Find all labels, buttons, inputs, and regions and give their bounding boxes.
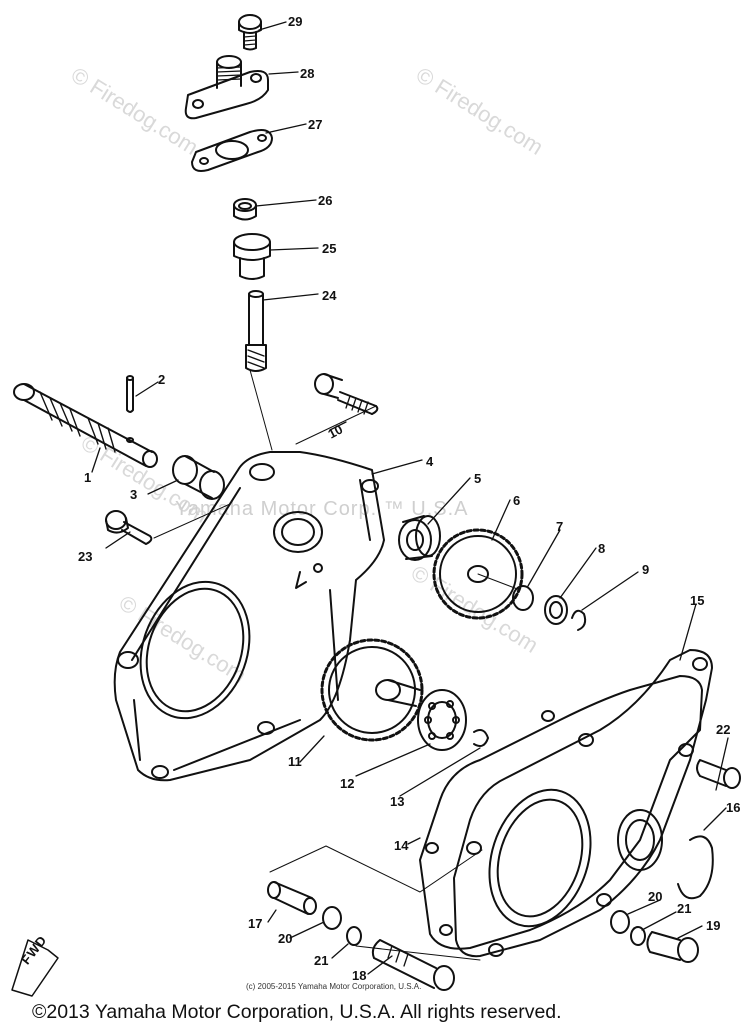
callout-13: 13 <box>390 794 405 809</box>
callout-22: 22 <box>716 722 731 737</box>
callout-21: 21 <box>314 953 329 968</box>
part-3-bushing <box>172 455 225 500</box>
leader-lines <box>91 21 729 975</box>
callout-12: 12 <box>340 776 355 791</box>
part-18-bolt <box>371 939 455 991</box>
part-11-gear <box>320 638 424 742</box>
part-27-gasket <box>191 129 273 172</box>
callout-18: 18 <box>352 968 367 983</box>
callout-25: 25 <box>322 241 337 256</box>
guide-lines <box>153 405 377 539</box>
part-23-bolt <box>105 510 153 545</box>
part-9-circlip <box>571 609 587 631</box>
callout-11: 11 <box>288 754 302 769</box>
callout-14: 14 <box>394 838 409 853</box>
part-13-circlip <box>473 729 489 747</box>
small-copyright: (c) 2005-2015 Yamaha Motor Corporation, … <box>246 982 422 991</box>
part-7-washer <box>512 585 534 611</box>
callout-3: 3 <box>130 487 138 502</box>
fwd-arrow <box>11 939 59 997</box>
part-17-dowel-pin <box>267 881 317 915</box>
part-10-bolt <box>314 373 379 415</box>
callout-29: 29 <box>288 14 303 29</box>
part-5-bearing <box>398 515 441 561</box>
callout-21-right: 21 <box>677 901 692 916</box>
callout-2: 2 <box>158 372 166 387</box>
callout-20-right: 20 <box>648 889 663 904</box>
part-28-housing <box>184 55 269 120</box>
callout-26: 26 <box>318 193 333 208</box>
part-4-gearcase <box>113 451 385 782</box>
callout-5: 5 <box>474 471 482 486</box>
part-12-bearing <box>417 689 467 751</box>
callout-17: 17 <box>248 916 263 931</box>
callout-8: 8 <box>598 541 606 556</box>
callout-19: 19 <box>706 918 721 933</box>
center-line <box>249 369 273 451</box>
callout-4: 4 <box>426 454 434 469</box>
part-1-drive-shaft <box>13 383 158 468</box>
callout-7: 7 <box>556 519 564 534</box>
part-6-gear <box>432 528 524 620</box>
part-24-shaft <box>245 290 267 372</box>
callout-1: 1 <box>84 470 92 485</box>
copyright-footer: ©2013 Yamaha Motor Corporation, U.S.A. A… <box>32 1001 562 1023</box>
callout-28: 28 <box>300 66 315 81</box>
callout-20: 20 <box>278 931 293 946</box>
callout-15: 15 <box>690 593 705 608</box>
part-14-gasket <box>419 675 703 950</box>
part-16-circlip <box>677 835 714 900</box>
part-21-washer-right <box>630 926 646 946</box>
callout-16: 16 <box>726 800 741 815</box>
callout-10: 10 <box>325 421 346 442</box>
part-19-bolt <box>646 931 699 963</box>
part-25-bushing <box>233 233 271 280</box>
part-20-washer-right <box>610 910 630 934</box>
part-20-washer <box>322 906 342 930</box>
callout-24: 24 <box>322 288 337 303</box>
callout-23: 23 <box>78 549 93 564</box>
watermark-brand: Yamaha Motor Corp. ™ U.S.A <box>175 498 469 520</box>
part-26-seal <box>233 198 257 221</box>
part-15-cover <box>453 649 713 958</box>
callout-6: 6 <box>513 493 521 508</box>
guide-lines-lower <box>269 845 483 961</box>
part-8-washer <box>544 595 568 625</box>
callout-9: 9 <box>642 562 650 577</box>
part-2-pin <box>126 375 134 413</box>
part-21-washer <box>346 926 362 946</box>
callout-27: 27 <box>308 117 323 132</box>
